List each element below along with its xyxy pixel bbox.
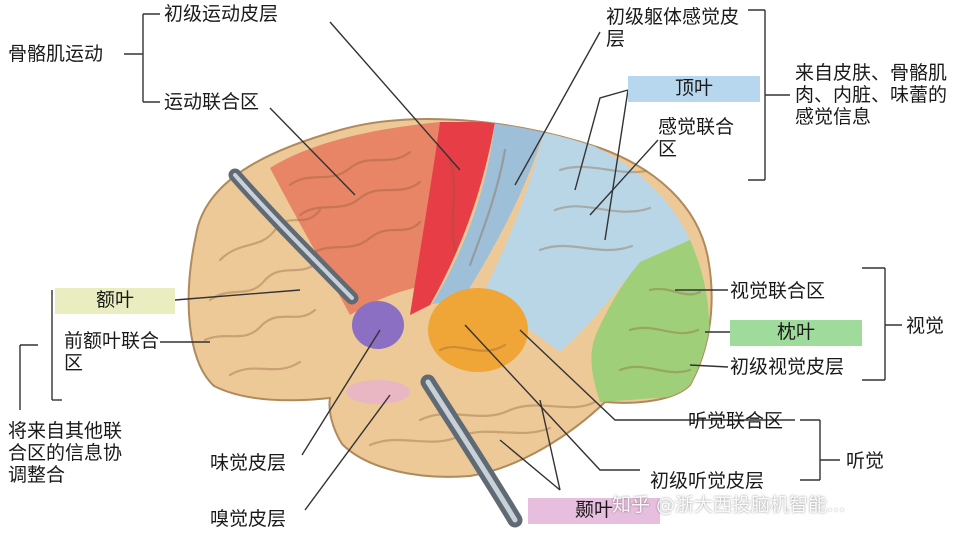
vision-label: 视觉 [906,315,945,337]
primary-motor-cortex-label: 初级运动皮层 [164,3,279,25]
lateral-sulcus-highlight [233,173,354,300]
gustatory-region [352,301,404,349]
hearing-label: 听觉 [846,450,885,472]
motor-association-label: 运动联合区 [164,91,260,113]
gustatory-cortex-label: 味觉皮层 [210,452,287,474]
olfactory-region [346,380,410,404]
sensory-association-region [480,128,690,352]
sensory-info-label: 来自皮肤、骨骼肌肉、内脏、味蕾的感觉信息 [795,62,948,128]
somatosensory-region [432,122,545,304]
gyri-texture [203,148,702,447]
sensory-association-label: 感觉联合区 [658,116,735,160]
skeletal-muscle-motion-label: 骨骼肌运动 [8,43,104,65]
integration-note-label: 将来自其他联合区的信息协调整合 [8,420,123,486]
auditory-region [428,288,528,372]
primary-somatosensory-label: 初级躯体感觉皮层 [606,6,740,50]
olfactory-cortex-label: 嗅觉皮层 [210,508,287,530]
leader-lines [19,9,902,511]
watermark: 知乎 @浙大西投脑机智能... [612,494,846,516]
visual-association-label: 视觉联合区 [730,280,826,302]
primary-visual-label: 初级视觉皮层 [730,356,845,378]
occipital-lobe-label: 枕叶 [730,320,862,346]
primary-auditory-label: 初级听觉皮层 [650,470,765,492]
prefrontal-association-label: 前额叶联合区 [64,330,160,374]
temporal-lobe-label: 颞叶 [528,498,660,524]
motor-association-region [270,122,462,315]
frontal-lobe-label: 额叶 [55,288,175,314]
primary-motor-region [410,122,495,315]
auditory-association-label: 听觉联合区 [688,410,784,432]
brainstem-highlight [425,379,518,523]
parietal-lobe-label: 顶叶 [628,76,760,102]
visual-region [591,240,710,402]
